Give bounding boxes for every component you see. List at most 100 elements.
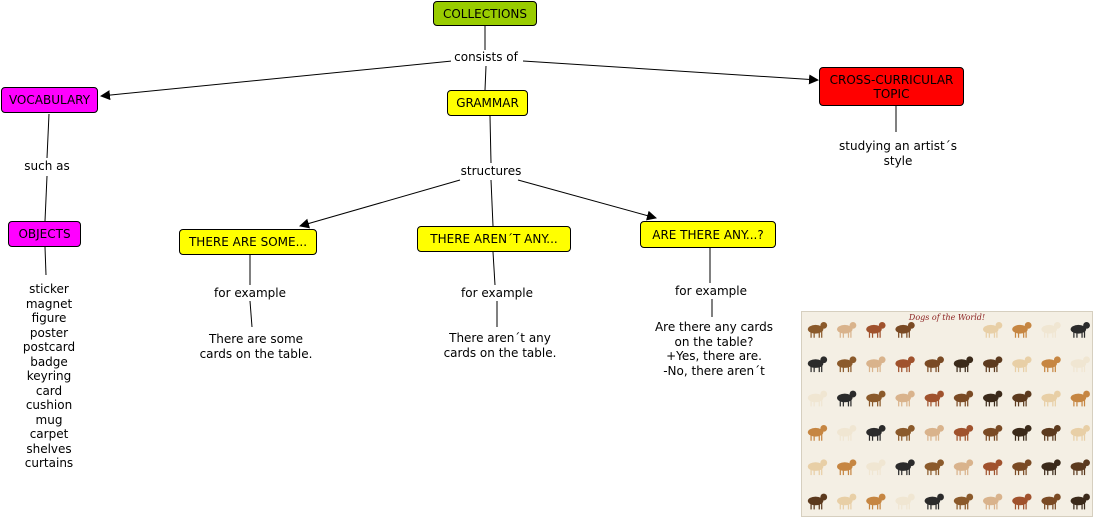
dog-icon	[807, 493, 828, 510]
dog-icon	[1012, 424, 1032, 441]
dog-icon	[924, 356, 944, 373]
question-line-3: +Yes, there are.	[666, 349, 762, 363]
link-objects-list	[44, 246, 47, 276]
dog-icon	[1070, 356, 1090, 373]
dog-icon	[866, 493, 886, 510]
node-collections[interactable]: COLLECTIONS	[433, 1, 537, 26]
text-example-arent: There aren´t any cards on the table.	[443, 331, 557, 360]
dog-icon	[1070, 424, 1090, 441]
object-item: card	[35, 383, 63, 398]
dog-icon	[807, 390, 828, 407]
question-line-2: on the table?	[674, 334, 754, 349]
link-label-for-example-2: for example	[456, 286, 538, 301]
dog-icon	[1012, 493, 1032, 510]
dog-icon	[807, 424, 828, 441]
dog-icon	[1012, 459, 1032, 476]
object-item: figure	[31, 311, 67, 325]
dog-icon	[807, 356, 828, 373]
object-item: sticker	[29, 282, 69, 296]
dog-icon	[807, 459, 828, 476]
dog-icon	[953, 356, 974, 373]
dog-icon	[983, 459, 1003, 476]
dog-icon	[983, 493, 1003, 510]
dog-illustrations	[807, 321, 1090, 510]
dog-icon	[983, 390, 1003, 407]
link-consists-crosscurricular	[522, 60, 819, 85]
object-item: postcard	[22, 340, 76, 354]
dog-icon	[983, 424, 1003, 441]
text-example-question: Are there any cards on the table? +Yes, …	[648, 320, 780, 378]
object-item: carpet	[29, 427, 69, 441]
dog-icon	[1070, 493, 1090, 510]
object-item: magnet	[25, 296, 73, 311]
dog-icon	[953, 390, 974, 407]
dog-icon	[1012, 390, 1032, 407]
dog-icon	[895, 424, 915, 441]
node-objects[interactable]: OBJECTS	[8, 221, 81, 247]
link-label-consists-of: consists of	[451, 50, 521, 65]
link-grammar-structures	[489, 115, 492, 164]
node-there-are-some[interactable]: THERE ARE SOME...	[179, 229, 317, 255]
dog-icon	[924, 424, 944, 441]
link-label-for-example-1: for example	[209, 286, 291, 301]
dog-icon	[1041, 459, 1061, 476]
object-item: mug	[35, 412, 63, 427]
question-line-1: Are there any cards	[654, 320, 774, 334]
dog-icon	[983, 321, 1003, 338]
dog-icon	[1041, 356, 1061, 373]
link-label-structures: structures	[457, 164, 525, 179]
dog-icon	[953, 424, 974, 441]
dog-icon	[924, 459, 944, 476]
dog-icon	[866, 356, 886, 373]
dog-icon	[837, 459, 857, 476]
dog-icon	[837, 356, 857, 373]
dogs-poster-image[interactable]: Dogs of the World!	[801, 311, 1093, 517]
text-artist-style: studying an artist´s style	[839, 139, 957, 168]
dog-icon	[953, 459, 974, 476]
node-grammar[interactable]: GRAMMAR	[447, 90, 528, 116]
dog-icon	[924, 390, 944, 407]
node-vocabulary[interactable]: VOCABULARY	[1, 87, 98, 113]
dog-icon	[837, 424, 857, 441]
objects-list: sticker magnet figure poster postcard ba…	[14, 282, 84, 471]
dog-icon	[895, 459, 915, 476]
dog-icon	[983, 356, 1003, 373]
link-label-for-example-3: for example	[670, 284, 752, 299]
dog-icon	[895, 356, 915, 373]
dog-icon	[866, 321, 886, 338]
object-item: curtains	[24, 456, 74, 470]
dog-icon	[1041, 493, 1061, 510]
link-consists-vocabulary	[100, 60, 453, 101]
node-cross-curricular[interactable]: CROSS-CURRICULAR TOPIC	[819, 67, 964, 106]
object-item: poster	[29, 325, 69, 340]
dog-icon	[1041, 321, 1061, 338]
dog-icon	[1041, 424, 1061, 441]
link-arent-forexample	[492, 251, 496, 286]
link-structures-arent	[490, 179, 494, 227]
node-there-arent-any[interactable]: THERE AREN´T ANY...	[417, 226, 571, 252]
link-vocabulary-suchas	[46, 113, 50, 159]
dog-icon	[924, 493, 944, 510]
dog-icon	[895, 321, 915, 338]
dog-icon	[837, 493, 857, 510]
dog-icon	[837, 321, 857, 338]
object-item: keyring	[26, 369, 72, 383]
dog-icon	[895, 493, 915, 510]
dog-icon	[866, 424, 886, 441]
question-line-4: -No, there aren´t	[663, 363, 765, 378]
dog-icon	[1070, 321, 1090, 338]
dog-icon	[1070, 459, 1090, 476]
dog-icon	[1012, 321, 1032, 338]
link-suchas-objects	[44, 175, 48, 222]
link-consists-grammar	[484, 65, 487, 91]
object-item: shelves	[26, 441, 72, 456]
object-item: cushion	[25, 398, 73, 412]
dog-icon	[1070, 390, 1090, 407]
node-are-there-any[interactable]: ARE THERE ANY...?	[640, 221, 776, 248]
dog-icon	[1012, 356, 1032, 373]
poster-title: Dogs of the World!	[908, 313, 986, 322]
link-label-such-as: such as	[18, 159, 76, 174]
object-item: badge	[30, 354, 68, 369]
dog-icon	[953, 493, 974, 510]
